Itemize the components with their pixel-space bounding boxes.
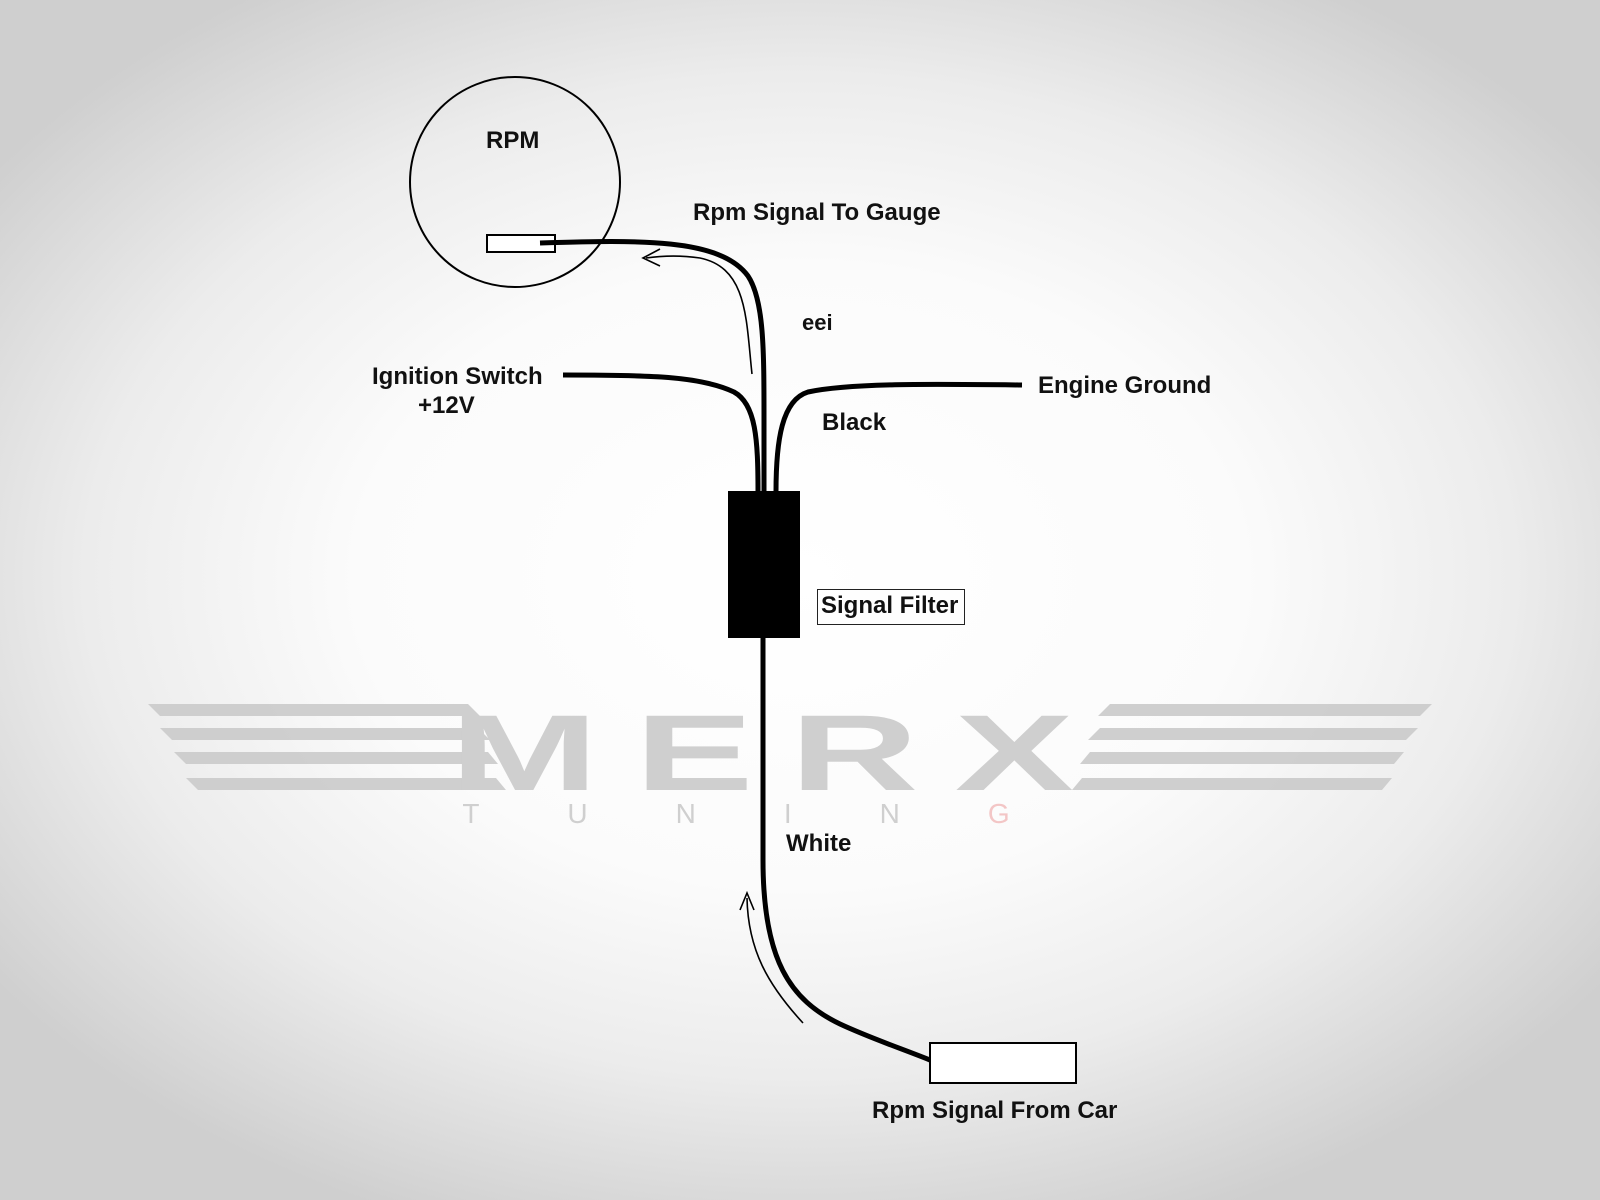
ignition-wire bbox=[562, 372, 761, 493]
ignition-switch-label: Ignition Switch bbox=[372, 363, 543, 390]
ignition-voltage-label: +12V bbox=[418, 392, 475, 419]
white-wire-label: White bbox=[786, 830, 852, 857]
watermark-brand-main: MERX bbox=[450, 693, 1110, 813]
engine-ground-label: Engine Ground bbox=[1038, 372, 1212, 399]
signal-to-gauge-label: Rpm Signal To Gauge bbox=[693, 199, 941, 226]
flow-arrow-to-gauge bbox=[641, 248, 753, 375]
rpm-gauge-circle bbox=[409, 76, 621, 288]
watermark-stripes-left bbox=[148, 704, 506, 790]
black-wire bbox=[773, 381, 1023, 493]
white-wire bbox=[760, 636, 931, 1063]
rpm-gauge-label: RPM bbox=[486, 127, 540, 154]
green-wire-label: eei bbox=[802, 310, 833, 335]
signal-filter-box bbox=[728, 491, 800, 638]
watermark-brand-sub: TUNING bbox=[462, 798, 1097, 829]
green-wire bbox=[539, 239, 767, 492]
watermark-stripes-right bbox=[1072, 704, 1432, 790]
signal-filter-label: Signal Filter bbox=[817, 589, 966, 625]
car-signal-connector bbox=[929, 1042, 1077, 1084]
signal-from-car-label: Rpm Signal From Car bbox=[872, 1097, 1118, 1124]
flow-arrow-from-car bbox=[739, 890, 804, 1024]
black-wire-label: Black bbox=[822, 409, 887, 436]
watermark-logo: MERX TUNING bbox=[148, 693, 1432, 829]
